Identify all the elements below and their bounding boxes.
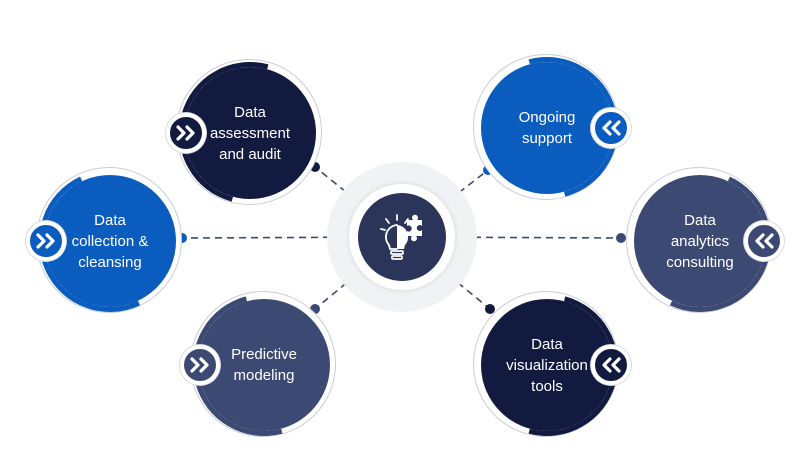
node-ongoing-support: Ongoing support <box>450 31 644 225</box>
node-data-analytics: Data analytics consulting <box>608 149 792 333</box>
node-data-assessment: Data assessment and audit <box>153 36 347 230</box>
connector-dot-data-analytics <box>616 233 626 243</box>
node-label: Data collection & cleansing <box>44 175 176 307</box>
connector-dot-data-visualization <box>485 304 495 314</box>
double-chevron-left-icon <box>591 108 631 148</box>
double-chevron-left-icon <box>744 221 784 261</box>
double-chevron-right-icon <box>26 221 66 261</box>
node-data-collection: Data collection & cleansing <box>18 149 202 333</box>
lightbulb-puzzle-icon <box>380 214 422 260</box>
hub-circle <box>358 193 446 281</box>
double-chevron-left-icon <box>591 345 631 385</box>
node-label: Data assessment and audit <box>184 67 316 199</box>
node-predictive-modeling: Predictive modeling <box>167 268 361 462</box>
node-label: Predictive modeling <box>198 299 330 431</box>
double-chevron-right-icon <box>180 345 220 385</box>
double-chevron-right-icon <box>166 113 206 153</box>
node-data-visualization: Data visualization tools <box>450 268 644 462</box>
